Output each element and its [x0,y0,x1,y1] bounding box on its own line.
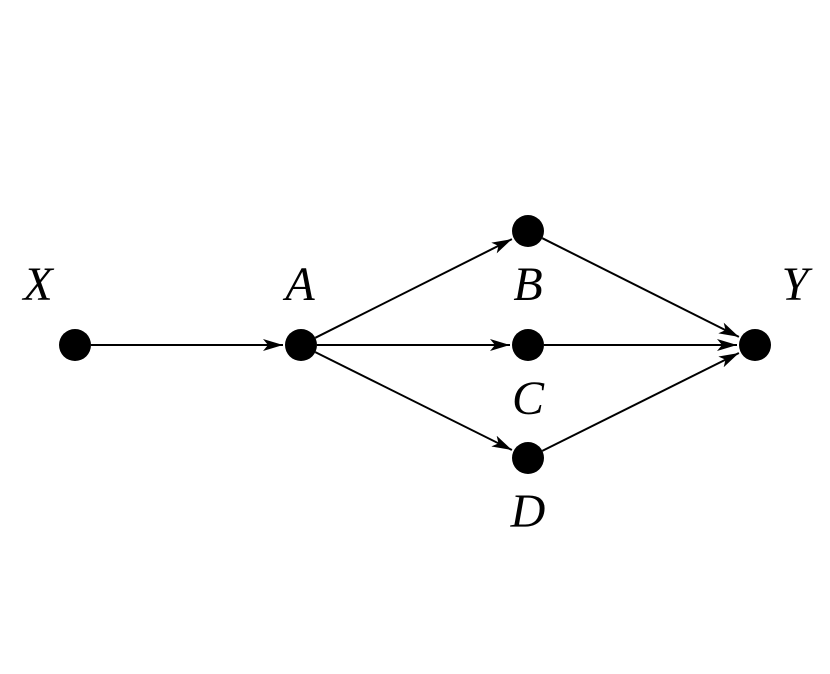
nodes-layer [59,215,771,474]
node-label-a: A [282,258,315,311]
node-d [512,442,544,474]
node-y [739,329,771,361]
node-b [512,215,544,247]
edges-layer [91,237,740,452]
edge-d-to-y [541,352,740,452]
edge-a-to-b [314,238,513,339]
labels-layer: X A B C D Y [21,258,812,538]
node-c [512,329,544,361]
node-label-d: D [510,485,546,538]
node-label-y: Y [782,258,813,311]
node-a [285,329,317,361]
node-label-b: B [513,258,542,311]
node-label-x: X [21,258,54,311]
edge-b-to-y [541,237,740,338]
edge-a-to-d [314,351,513,451]
node-label-c: C [512,372,545,425]
node-x [59,329,91,361]
